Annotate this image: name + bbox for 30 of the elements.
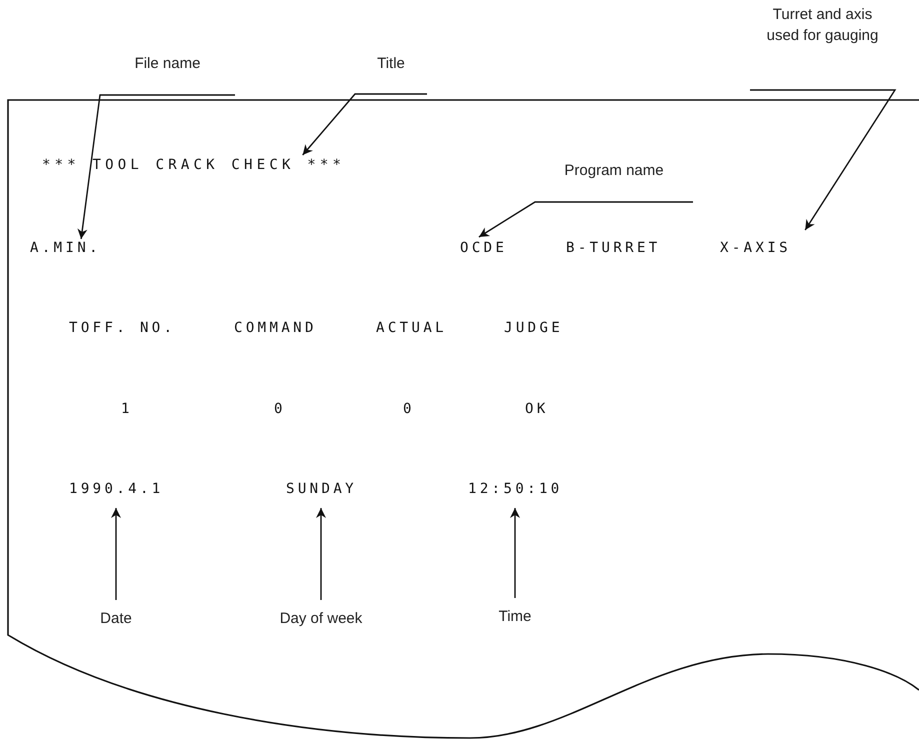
- printout-text: OCDE: [460, 240, 508, 257]
- printout-text: TOFF. NO.: [69, 320, 176, 337]
- printout-text: ACTUAL: [376, 320, 447, 337]
- printout-text: X-AXIS: [720, 240, 791, 257]
- callout-label: File name: [100, 53, 235, 95]
- callout-label: Program name: [535, 160, 693, 202]
- arrow: [316, 508, 326, 600]
- printout-text: A.MIN.: [30, 240, 101, 257]
- arrow: [111, 508, 121, 600]
- printout-text: COMMAND: [234, 320, 317, 337]
- printout-text: B-TURRET: [566, 240, 661, 257]
- leader-line: [478, 201, 693, 238]
- printout-text: 12:50:10: [468, 481, 563, 498]
- leader-line: [77, 94, 235, 240]
- printout-text: 1: [121, 401, 133, 418]
- callout-label: Turret and axis used for gauging: [750, 4, 895, 90]
- callout-label: Title: [355, 53, 427, 94]
- leader-line: [302, 93, 427, 156]
- printout-text: OK: [525, 401, 549, 418]
- leader-line: [750, 89, 896, 230]
- printout-text: 0: [403, 401, 415, 418]
- printout-text: *** TOOL CRACK CHECK ***: [42, 157, 346, 174]
- arrow: [510, 508, 520, 598]
- printout-text: 0: [274, 401, 286, 418]
- callout-label: Time: [490, 606, 540, 627]
- printout-text: SUNDAY: [286, 481, 357, 498]
- callout-label: Date: [91, 608, 141, 629]
- callout-label: Day of week: [261, 608, 381, 629]
- printout-text: 1990.4.1: [69, 481, 164, 498]
- printout-text: JUDGE: [504, 320, 564, 337]
